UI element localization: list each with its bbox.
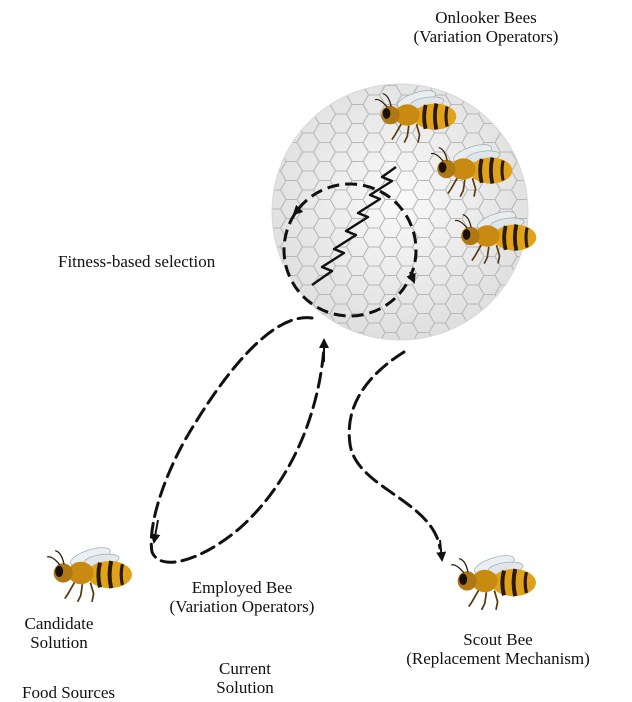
scout-bee-label: Scout Bee (Replacement Mechanism) — [378, 630, 618, 668]
food-sources-label: Food Sources — [22, 683, 115, 702]
onlooker-bees-label: Onlooker Bees (Variation Operators) — [356, 8, 616, 46]
scout-bee-icon — [451, 552, 536, 610]
candidate-solution-label: Candidate Solution — [4, 614, 114, 652]
scout-arrow — [349, 352, 440, 548]
employed-bee-label: Employed Bee (Variation Operators) — [132, 578, 352, 616]
current-solution-label: Current Solution — [190, 659, 300, 697]
employed-bee-icon — [47, 544, 132, 602]
fitness-selection-label: Fitness-based selection — [58, 252, 215, 271]
scout-arrow-head — [440, 540, 442, 560]
employed-loop-arrow — [151, 318, 324, 563]
